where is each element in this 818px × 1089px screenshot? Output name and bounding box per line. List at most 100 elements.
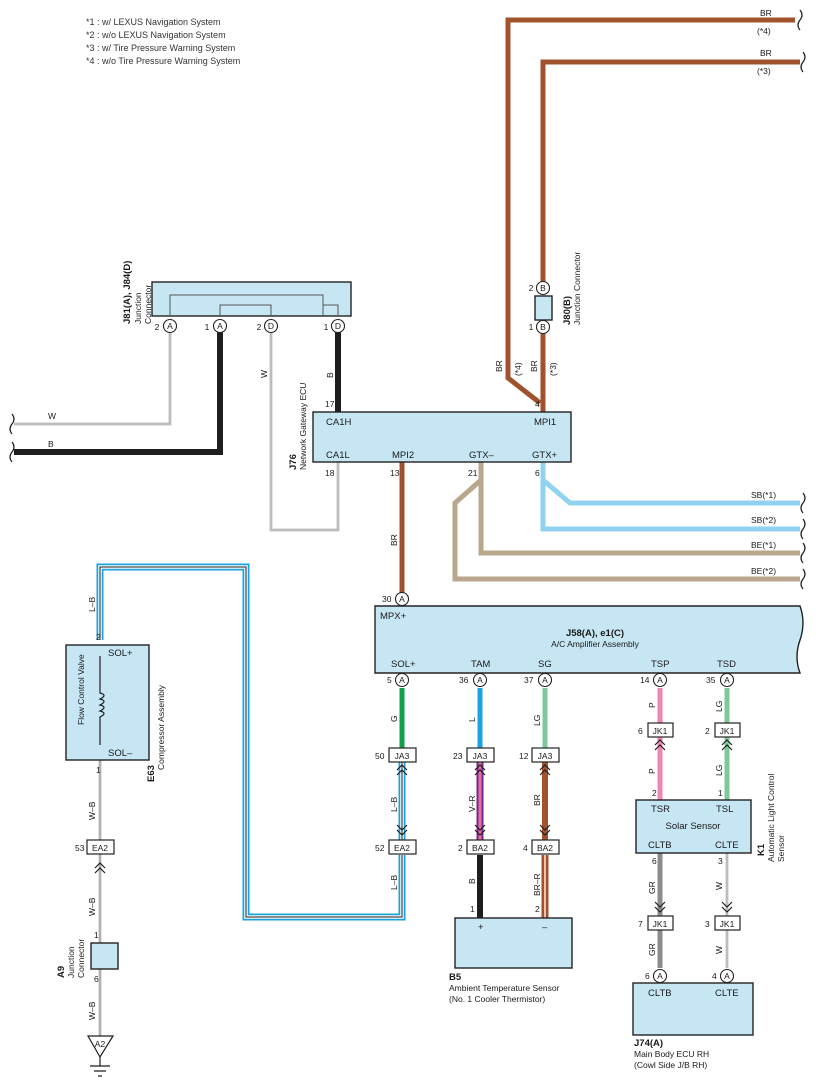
connector-jk1-upper: JK1 6 JK1 2 — [638, 722, 741, 738]
pin-number: 53 — [75, 843, 85, 853]
connector-label: JK1 — [720, 919, 735, 929]
pin-label-mpx: MPX+ — [380, 611, 407, 622]
connector-label: JK1 — [720, 726, 735, 736]
wire-label-lg: LG — [714, 765, 724, 776]
pin-number: 30 — [382, 594, 392, 604]
b5-name: Ambient Temperature Sensor — [449, 983, 560, 993]
wire-label-br: BR — [760, 8, 772, 18]
wire-label-p: P — [647, 768, 657, 774]
pin-letter: D — [268, 321, 274, 331]
pin-number: 3 — [718, 856, 723, 866]
pin-number: 1 — [718, 788, 723, 798]
pin-number: 21 — [468, 468, 478, 478]
wire-label-w: W — [48, 411, 56, 421]
pin-label-ca1h: CA1H — [326, 417, 351, 428]
pin-number: 3 — [705, 919, 710, 929]
pin-number: 50 — [375, 751, 385, 761]
wire-label-br: BR — [494, 360, 504, 372]
pin-number: 52 — [375, 843, 385, 853]
a9-name: Junction — [66, 946, 76, 978]
wire-br-star4 — [505, 17, 795, 405]
pin-label-gtx-minus: GTX– — [469, 450, 495, 461]
a9-code: A9 — [56, 966, 67, 978]
pin-number: 1 — [324, 322, 329, 332]
pin-number: 2 — [529, 283, 534, 293]
j76-code: J76 — [288, 454, 299, 470]
wire-label-wb: W–B — [87, 801, 97, 820]
wire-label-w: W — [259, 370, 269, 378]
wire-lb-shielded — [96, 563, 406, 921]
wire-label-b: B — [48, 439, 54, 449]
junction-j81-label: Junction — [133, 292, 143, 324]
connector-label: JA3 — [473, 751, 488, 761]
pin-label-sol: SOL+ — [391, 659, 416, 670]
wire-label-wb: W–B — [87, 1001, 97, 1020]
pin-number: 23 — [453, 751, 463, 761]
connector-jk1-lower: JK1 7 JK1 3 — [638, 915, 741, 931]
connector-ja3-row: JA3 50 JA3 23 JA3 12 — [375, 747, 560, 763]
pin-label-tsl: TSL — [716, 804, 733, 815]
j58-box — [374, 605, 804, 674]
connector-label: JA3 — [538, 751, 553, 761]
junction-a9: 1 6 A9 Junction Connector — [56, 930, 119, 984]
pin-number: 2 — [458, 843, 463, 853]
connector-label: EA2 — [92, 843, 108, 853]
pin-number: 14 — [640, 675, 650, 685]
pin-number: 17 — [325, 399, 335, 409]
compressor-assembly: 2 1 SOL+ SOL– Flow Control Valve E63 Com… — [65, 632, 166, 782]
flow-control-valve-label: Flow Control Valve — [76, 654, 86, 725]
pin-label-mpi2: MPI2 — [392, 450, 414, 461]
ground-symbol-icon: A2 — [86, 1035, 115, 1077]
wire-label-star3: (*3) — [548, 362, 558, 376]
k1-code: K1 — [756, 843, 767, 856]
pin-number: 4 — [523, 843, 528, 853]
pin-label-cltb: CLTB — [648, 988, 672, 999]
wire-be-2 — [452, 478, 800, 582]
pin-label-sol-minus: SOL– — [108, 748, 133, 759]
pin-number: 6 — [638, 726, 643, 736]
ac-amplifier-assembly: A 30 MPX+ J58(A), e1(C) A/C Amplifier As… — [374, 591, 804, 688]
pin-number: 1 — [470, 904, 475, 914]
a9-name-2: Connector — [76, 939, 86, 978]
pin-label-tsd: TSD — [717, 659, 736, 670]
pin-number: 18 — [325, 468, 335, 478]
wire-be-1 — [478, 462, 800, 556]
wire-label-wb: W–B — [87, 897, 97, 916]
j74-code: J74(A) — [634, 1038, 663, 1049]
wire-label-brr: BR–R — [532, 873, 542, 896]
pin-label-clte: CLTE — [715, 840, 739, 851]
junction-j81-j84: A A D D 2 1 2 1 J81(A), J84(D) Junction … — [122, 261, 352, 334]
wire-b-left — [14, 332, 223, 455]
pin-letter: D — [335, 321, 341, 331]
pin-number: 7 — [638, 919, 643, 929]
connector-label: JK1 — [653, 726, 668, 736]
wire-label-sb1: SB(*1) — [751, 490, 776, 500]
pin-letter: A — [167, 321, 173, 331]
svg-text:Junction: Junction — [133, 292, 143, 324]
wire-label-br: BR — [760, 48, 772, 58]
note-4: *4 : w/o Tire Pressure Warning System — [86, 56, 240, 66]
wire-label-br: BR — [389, 534, 399, 546]
pin-label-tsp: TSP — [651, 659, 669, 670]
pin-j81-1a — [212, 318, 228, 334]
junction-j81-box — [151, 281, 352, 317]
wire-w-left — [14, 332, 172, 426]
pin-number: 36 — [459, 675, 469, 685]
pin-letter: B — [540, 283, 546, 293]
junction-j81-code: J81(A), J84(D) — [122, 261, 133, 324]
pin-number: 5 — [387, 675, 392, 685]
j74-name: Main Body ECU RH — [634, 1049, 709, 1059]
pin-j84-2d — [263, 318, 279, 334]
pin-label-tsr: TSR — [651, 804, 670, 815]
pin-label-ca1l: CA1L — [326, 450, 350, 461]
wire-label-lb: L–B — [87, 597, 97, 612]
b5-box — [454, 917, 573, 969]
pin-number: 2 — [155, 322, 160, 332]
wire-label-b: B — [467, 878, 477, 884]
pin-number: 2 — [705, 726, 710, 736]
e63-box — [65, 644, 150, 761]
pin-label-tam: TAM — [471, 659, 490, 670]
ambient-temperature-sensor: 1 2 + – B5 Ambient Temperature Sensor (N… — [449, 904, 573, 1004]
pin-letter: B — [540, 322, 546, 332]
pin-number: 2 — [652, 788, 657, 798]
